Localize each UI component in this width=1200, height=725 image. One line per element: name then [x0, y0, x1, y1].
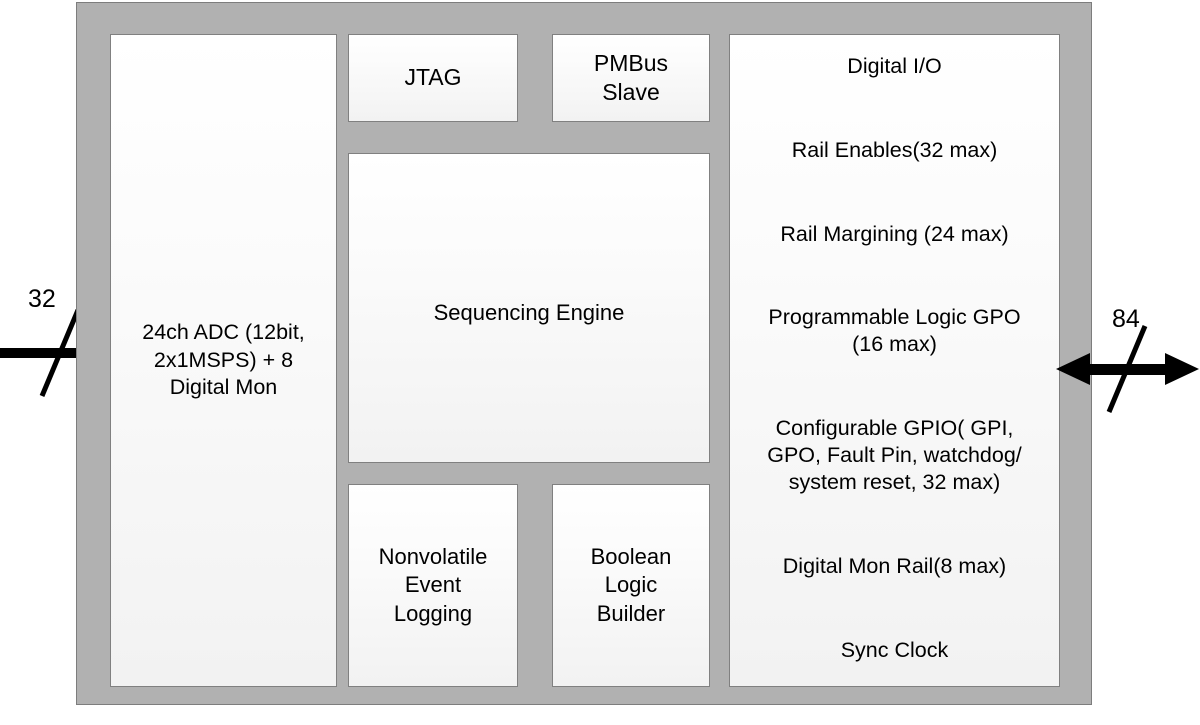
digital-io-line-1: Rail Enables(32 max)	[791, 137, 998, 162]
block-boolean-logic-builder-label: Boolean Logic Builder	[590, 544, 672, 626]
digital-io-line-5: Digital Mon Rail(8 max)	[782, 554, 1007, 579]
block-pmbus-slave[interactable]: PMBus Slave	[552, 34, 710, 122]
block-nonvolatile-event-logging[interactable]: Nonvolatile Event Logging	[348, 484, 518, 687]
digital-io-line-2: Rail Margining (24 max)	[780, 221, 1009, 246]
block-pmbus-slave-label: PMBus Slave	[593, 49, 669, 105]
block-jtag[interactable]: JTAG	[348, 34, 518, 122]
digital-io-line-4: Configurable GPIO( GPI, GPO, Fault Pin, …	[767, 416, 1022, 495]
bus-width-label-input: 32	[28, 285, 56, 313]
block-adc[interactable]: 24ch ADC (12bit, 2x1MSPS) + 8 Digital Mo…	[110, 34, 337, 687]
block-jtag-label: JTAG	[404, 64, 462, 91]
block-nonvolatile-event-logging-label: Nonvolatile Event Logging	[378, 544, 488, 626]
block-sequencing-engine[interactable]: Sequencing Engine	[348, 153, 710, 463]
digital-io-line-0: Digital I/O	[847, 54, 942, 78]
chip-outline: 24ch ADC (12bit, 2x1MSPS) + 8 Digital Mo…	[76, 2, 1092, 705]
digital-io-line-6: Sync Clock	[840, 637, 949, 662]
block-digital-io[interactable]: Digital I/O Rail Enables(32 max) Rail Ma…	[729, 34, 1060, 687]
block-adc-label: 24ch ADC (12bit, 2x1MSPS) + 8 Digital Mo…	[142, 320, 305, 400]
block-boolean-logic-builder[interactable]: Boolean Logic Builder	[552, 484, 710, 687]
bus-width-label-output: 84	[1112, 305, 1140, 333]
digital-io-line-3: Programmable Logic GPO (16 max)	[768, 305, 1021, 357]
output-bus-slash-icon	[1106, 325, 1148, 413]
block-sequencing-engine-label: Sequencing Engine	[433, 299, 625, 325]
input-bus-slash-icon	[39, 309, 81, 397]
